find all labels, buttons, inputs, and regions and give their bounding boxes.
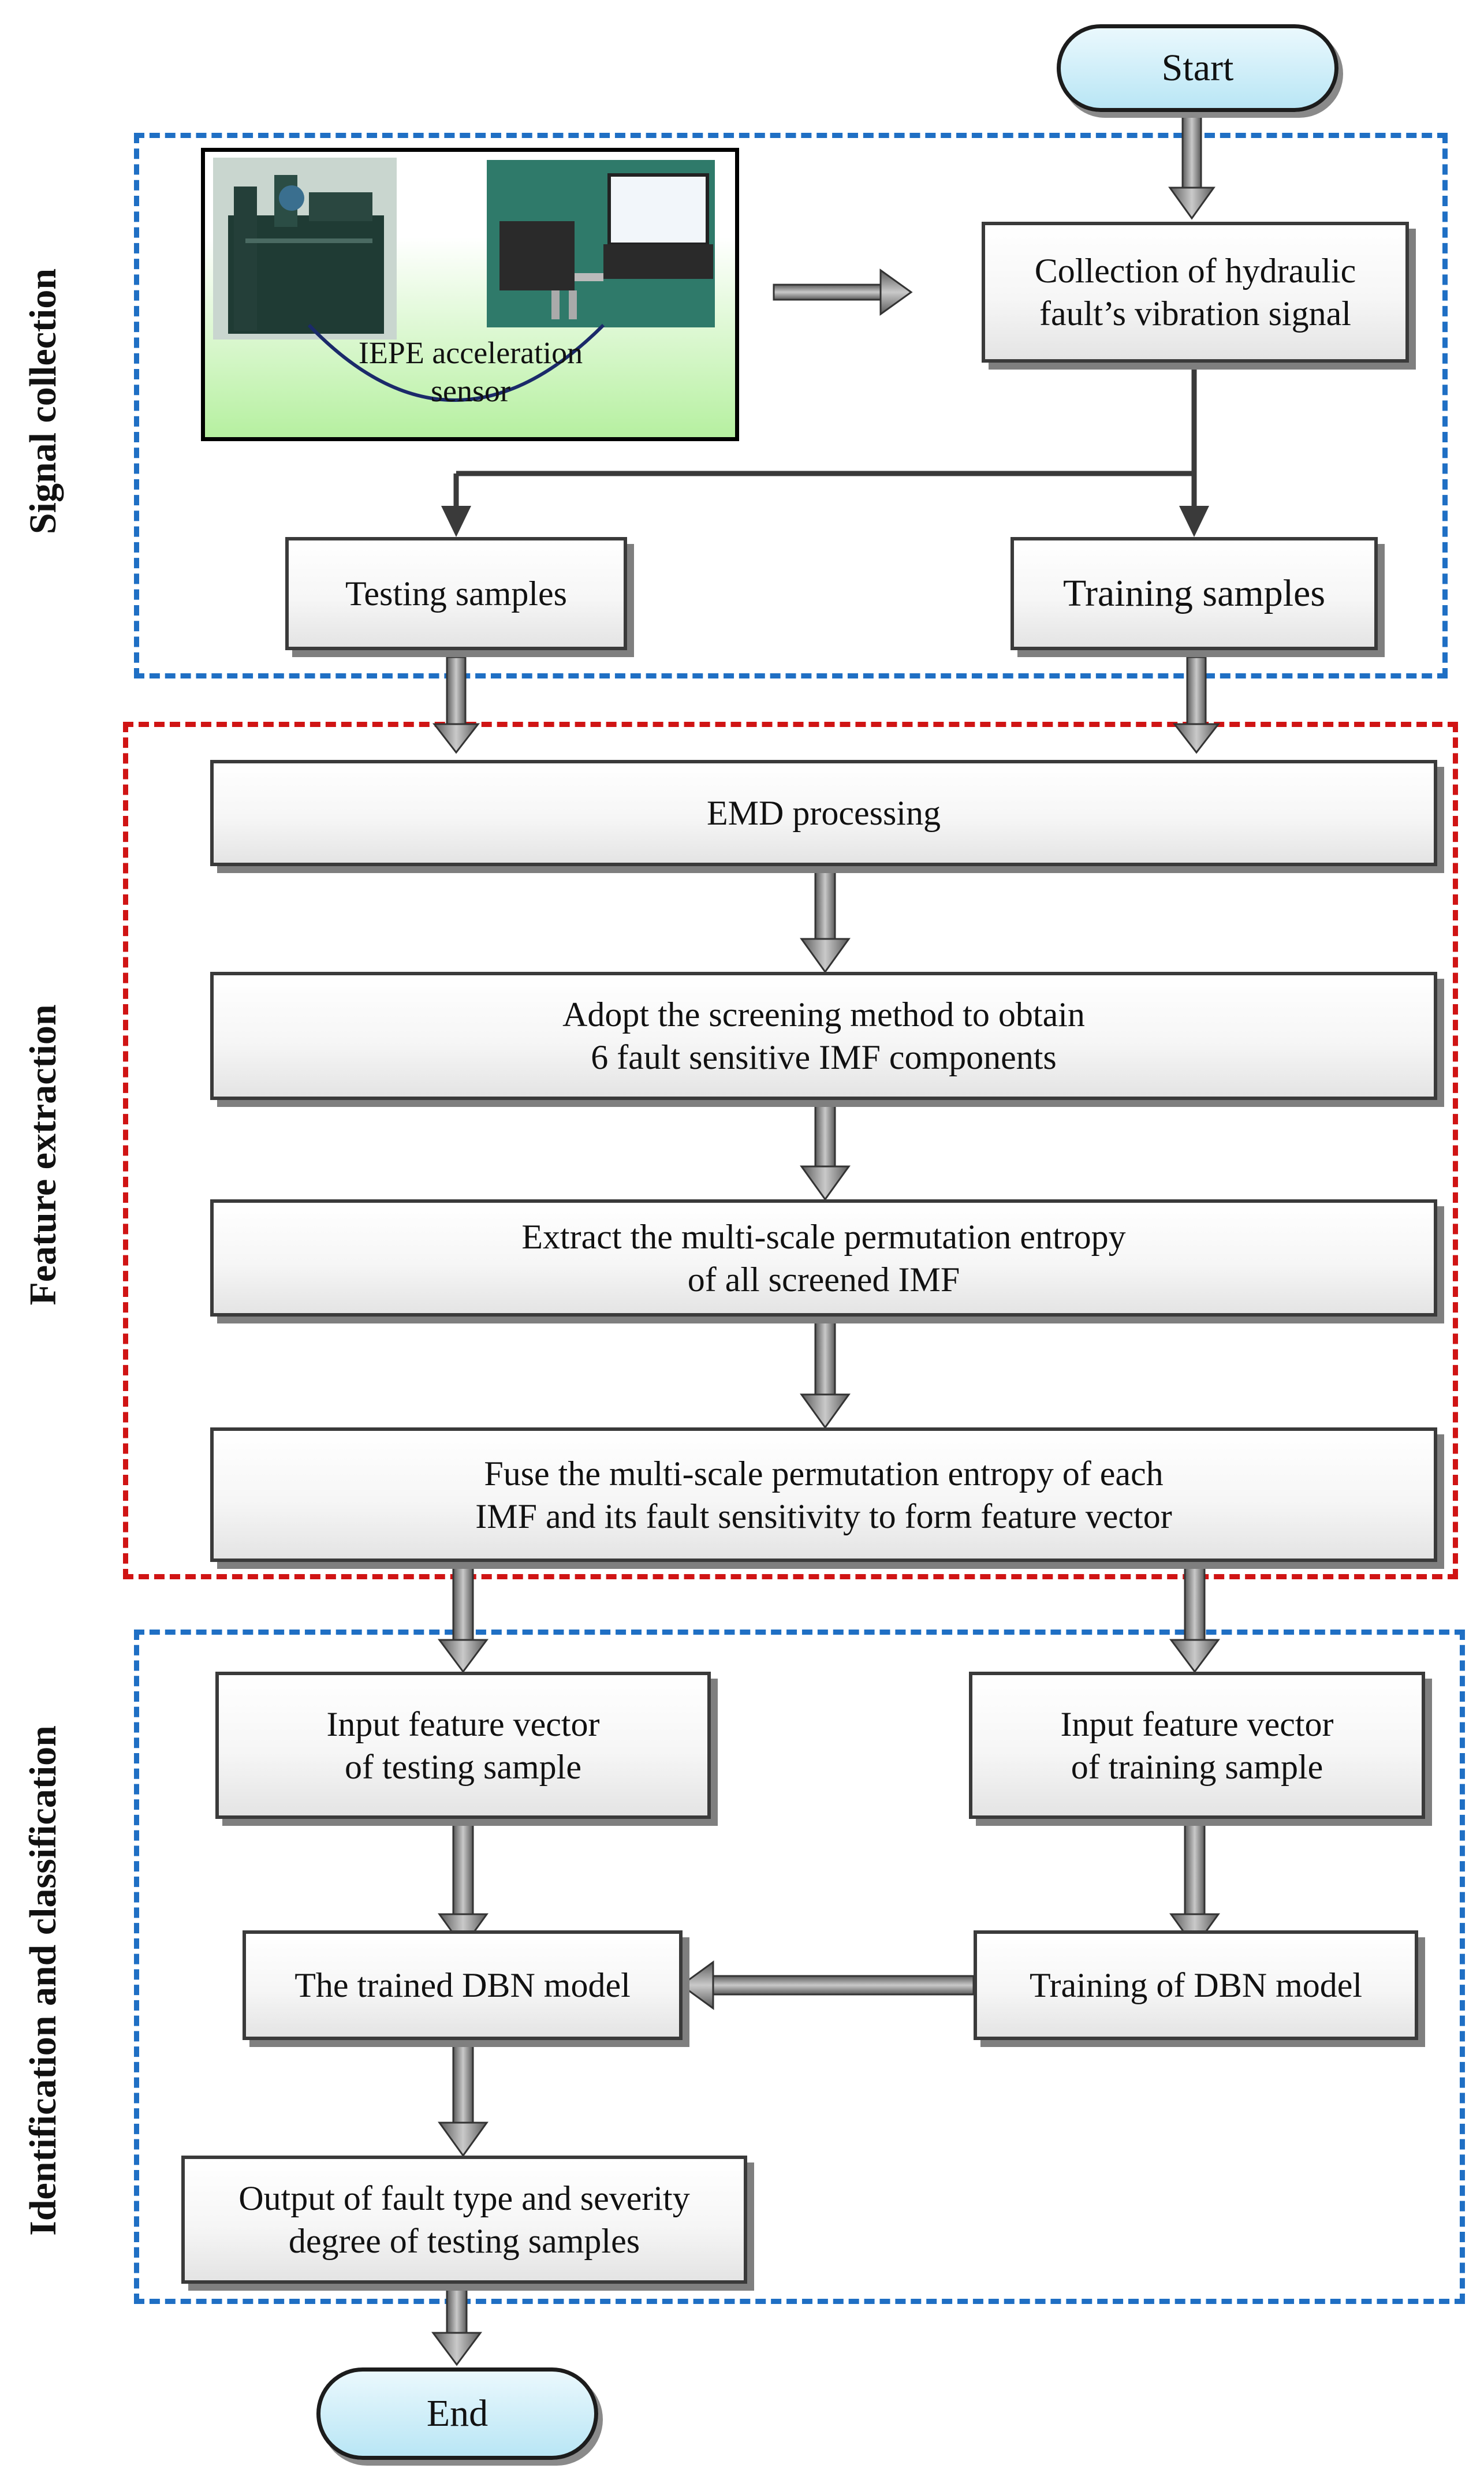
sensor-label: IEPE acceleration sensor xyxy=(358,335,583,408)
emd-processing-label: EMD processing xyxy=(707,794,941,832)
mpe-box: Extract the multi-scale permutation entr… xyxy=(210,1199,1437,1317)
arrow-training-down xyxy=(1172,656,1221,754)
arrowhead-to-training xyxy=(1179,506,1209,537)
test-bench-photo: IEPE acceleration sensor xyxy=(201,148,739,441)
trained-dbn-label: The trained DBN model xyxy=(294,1966,631,2004)
arrow-start-to-collection xyxy=(1168,114,1215,220)
end-terminal: End xyxy=(316,2367,598,2460)
arrow-training-to-trained xyxy=(680,1960,975,2010)
arrow-screening-to-mpe xyxy=(800,1099,851,1201)
training-samples-label: Training samples xyxy=(1062,572,1326,614)
arrow-photo-to-collection xyxy=(773,269,913,316)
feature-extraction-region xyxy=(123,722,1458,1579)
input-test-box: Input feature vector of testing sample xyxy=(215,1672,711,1819)
arrow-input-train-to-training xyxy=(1169,1818,1220,1949)
arrow-emd-to-screening xyxy=(800,865,851,974)
trained-dbn-box: The trained DBN model xyxy=(243,1930,683,2040)
arrow-input-test-to-trained xyxy=(438,1818,489,1949)
arrow-output-to-end xyxy=(431,2283,482,2366)
collection-box: Collection of hydraulic fault’s vibratio… xyxy=(982,222,1409,363)
screening-box: Adopt the screening method to obtain 6 f… xyxy=(210,972,1437,1100)
input-test-label: Input feature vector of testing sample xyxy=(326,1705,600,1786)
test-bench-illustration xyxy=(213,158,715,402)
output-box: Output of fault type and severity degree… xyxy=(181,2156,747,2284)
training-dbn-box: Training of DBN model xyxy=(974,1930,1418,2040)
arrow-collection-split xyxy=(453,361,1197,508)
start-terminal: Start xyxy=(1057,24,1338,112)
arrow-fuse-to-input-test xyxy=(438,1561,489,1673)
arrow-testing-down xyxy=(432,656,480,754)
collection-label: Collection of hydraulic fault’s vibratio… xyxy=(1034,252,1356,333)
input-train-box: Input feature vector of training sample xyxy=(969,1672,1425,1819)
arrow-trained-to-output xyxy=(438,2037,489,2157)
training-samples-box: Training samples xyxy=(1011,537,1378,650)
arrow-mpe-to-fuse xyxy=(800,1315,851,1429)
testing-samples-box: Testing samples xyxy=(285,537,627,650)
fuse-label: Fuse the multi-scale permutation entropy… xyxy=(475,1454,1172,1535)
identification-region xyxy=(134,1630,1465,2304)
screening-label: Adopt the screening method to obtain 6 f… xyxy=(562,995,1085,1076)
testing-samples-label: Testing samples xyxy=(345,575,568,613)
training-dbn-label: Training of DBN model xyxy=(1029,1966,1363,2004)
signal-collection-region xyxy=(134,133,1448,678)
input-train-label: Input feature vector of training sample xyxy=(1060,1705,1334,1786)
output-label: Output of fault type and severity degree… xyxy=(238,2179,690,2260)
emd-processing-box: EMD processing xyxy=(210,760,1437,866)
arrowhead-to-testing xyxy=(441,506,471,537)
fuse-box: Fuse the multi-scale permutation entropy… xyxy=(210,1427,1437,1562)
arrow-fuse-to-input-train xyxy=(1169,1561,1220,1673)
mpe-label: Extract the multi-scale permutation entr… xyxy=(521,1217,1126,1299)
